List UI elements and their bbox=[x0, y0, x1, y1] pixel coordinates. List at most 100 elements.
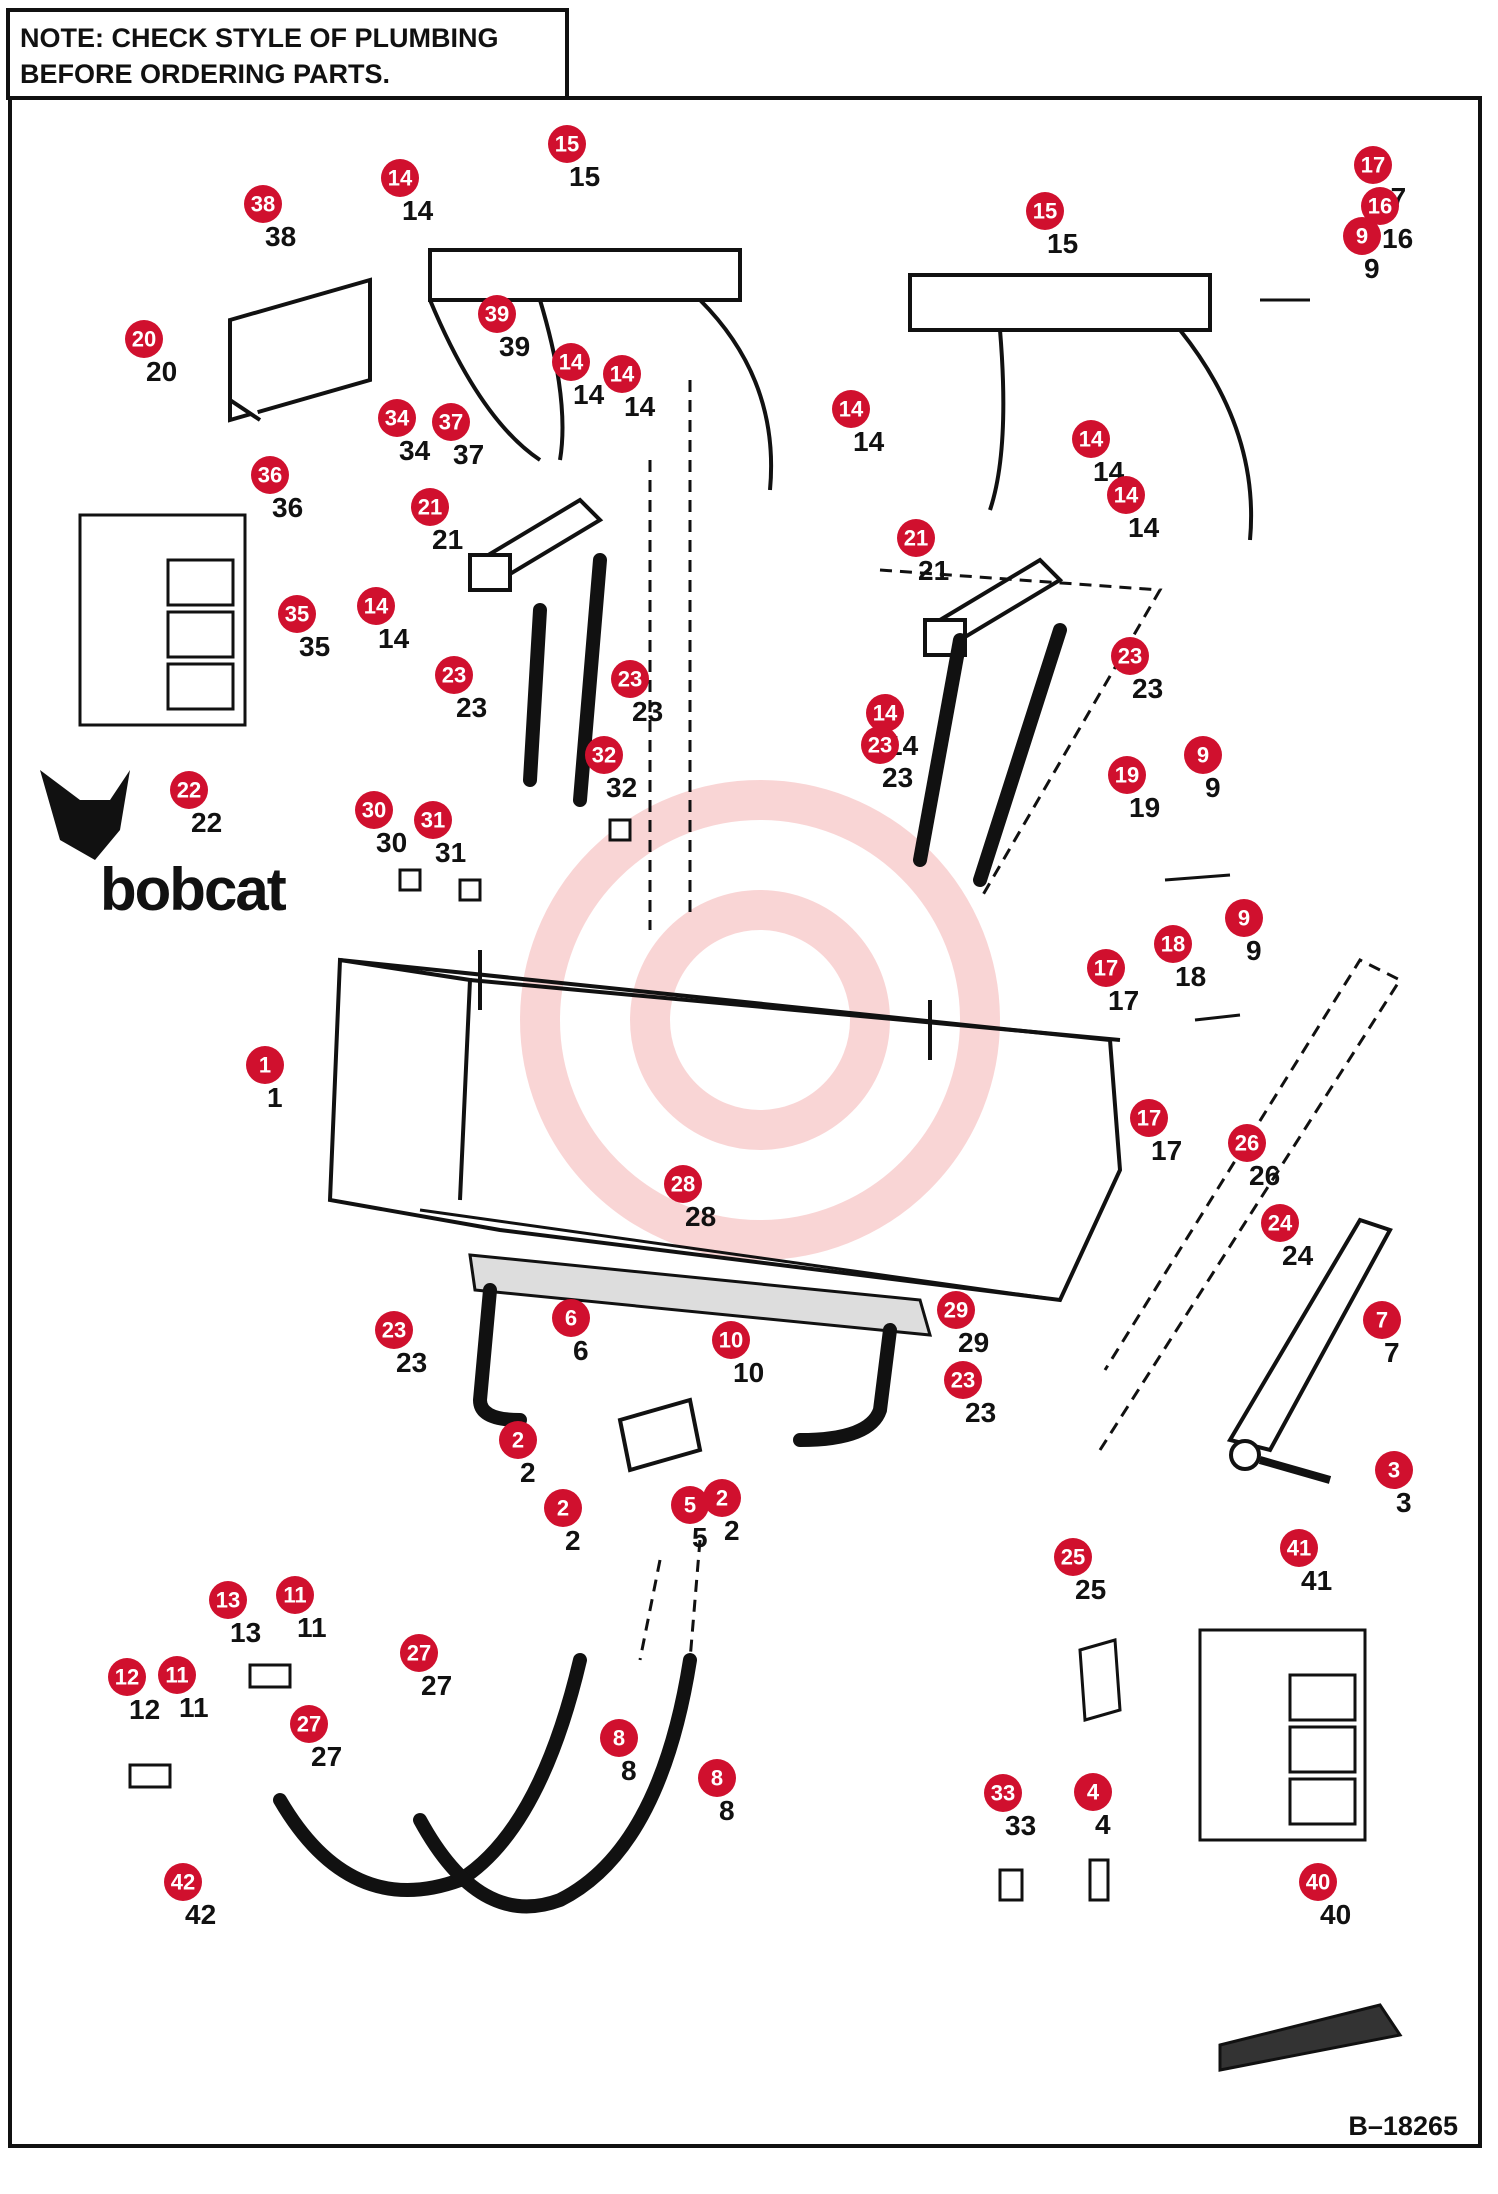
callout-c39[interactable]: 39 bbox=[478, 295, 516, 333]
callout-c10[interactable]: 10 bbox=[712, 1321, 750, 1359]
part-label: 4 bbox=[1095, 1809, 1111, 1840]
callout-c35[interactable]: 35 bbox=[278, 595, 316, 633]
callout-circle bbox=[1054, 1538, 1092, 1576]
callout-c3[interactable]: 3 bbox=[1375, 1451, 1413, 1489]
callout-c31[interactable]: 31 bbox=[414, 801, 452, 839]
part-label: 14 bbox=[402, 195, 434, 226]
callout-c19[interactable]: 19 bbox=[1108, 756, 1146, 794]
callout-c14g[interactable]: 14 bbox=[357, 587, 395, 625]
callout-c23d[interactable]: 23 bbox=[861, 726, 899, 764]
callout-circle bbox=[552, 1299, 590, 1337]
part-label: 14 bbox=[624, 391, 656, 422]
callout-circle bbox=[499, 1421, 537, 1459]
callout-c17a[interactable]: 17 bbox=[1354, 146, 1392, 184]
callout-c23a[interactable]: 23 bbox=[435, 656, 473, 694]
part-label: 18 bbox=[1175, 961, 1206, 992]
part-label: 27 bbox=[311, 1741, 342, 1772]
callout-number: 42 bbox=[171, 1870, 195, 1895]
callout-c17c[interactable]: 17 bbox=[1130, 1099, 1168, 1137]
left-cylinder bbox=[468, 497, 604, 592]
callout-number: 22 bbox=[177, 778, 201, 803]
callout-number: 14 bbox=[364, 594, 389, 619]
instruction-sheet-35 bbox=[78, 513, 247, 727]
callout-c2b[interactable]: 2 bbox=[544, 1489, 582, 1527]
callout-c37[interactable]: 37 bbox=[432, 403, 470, 441]
callout-c30[interactable]: 30 bbox=[355, 791, 393, 829]
callout-c36[interactable]: 36 bbox=[251, 456, 289, 494]
left-grapple-tine bbox=[428, 248, 774, 491]
callout-circle bbox=[414, 801, 452, 839]
callout-c27b[interactable]: 27 bbox=[290, 1705, 328, 1743]
callout-circle bbox=[1026, 192, 1064, 230]
callout-c8a[interactable]: 8 bbox=[600, 1719, 638, 1757]
callout-c2c[interactable]: 2 bbox=[703, 1479, 741, 1517]
callout-c21b[interactable]: 21 bbox=[897, 519, 935, 557]
callout-c23b[interactable]: 23 bbox=[611, 660, 649, 698]
callout-number: 27 bbox=[297, 1712, 321, 1737]
callout-c34[interactable]: 34 bbox=[378, 399, 416, 437]
callout-c14c[interactable]: 14 bbox=[603, 355, 641, 393]
callout-c14e[interactable]: 14 bbox=[1072, 420, 1110, 458]
callout-c7[interactable]: 7 bbox=[1363, 1301, 1401, 1339]
callout-c38[interactable]: 38 bbox=[244, 185, 282, 223]
callout-c1[interactable]: 1 bbox=[246, 1046, 284, 1084]
callout-c4[interactable]: 4 bbox=[1074, 1773, 1112, 1811]
callout-c18[interactable]: 18 bbox=[1154, 925, 1192, 963]
callout-c28[interactable]: 28 bbox=[664, 1165, 702, 1203]
callout-c27a[interactable]: 27 bbox=[400, 1634, 438, 1672]
callout-c20[interactable]: 20 bbox=[125, 320, 163, 358]
callout-c14f[interactable]: 14 bbox=[1107, 476, 1145, 514]
callout-c9a[interactable]: 9 bbox=[1184, 736, 1222, 774]
callout-c33[interactable]: 33 bbox=[984, 1774, 1022, 1812]
callout-c15b[interactable]: 15 bbox=[1026, 192, 1064, 230]
callout-c23e[interactable]: 23 bbox=[375, 1311, 413, 1349]
part-label: 9 bbox=[1205, 772, 1221, 803]
callout-c40[interactable]: 40 bbox=[1299, 1863, 1337, 1901]
callout-c14b[interactable]: 14 bbox=[552, 343, 590, 381]
callout-c11b[interactable]: 11 bbox=[158, 1656, 196, 1694]
callout-number: 18 bbox=[1161, 932, 1185, 957]
part-label: 42 bbox=[185, 1899, 216, 1930]
callout-c8b[interactable]: 8 bbox=[698, 1759, 736, 1797]
part-label: 30 bbox=[376, 827, 407, 858]
callout-c14h[interactable]: 14 bbox=[866, 694, 904, 732]
callout-c12[interactable]: 12 bbox=[108, 1658, 146, 1696]
fittings bbox=[128, 298, 1403, 2072]
callout-c21a[interactable]: 21 bbox=[411, 488, 449, 526]
callout-c23f[interactable]: 23 bbox=[944, 1361, 982, 1399]
bobcat-head-icon bbox=[40, 770, 130, 860]
callout-c15a[interactable]: 15 bbox=[548, 125, 586, 163]
callout-circle bbox=[276, 1576, 314, 1614]
callout-c41[interactable]: 41 bbox=[1280, 1529, 1318, 1567]
callout-c17b[interactable]: 17 bbox=[1087, 949, 1125, 987]
callout-c32[interactable]: 32 bbox=[585, 736, 623, 774]
callout-c6[interactable]: 6 bbox=[552, 1299, 590, 1337]
callout-c22[interactable]: 22 bbox=[170, 771, 208, 809]
callout-c2a[interactable]: 2 bbox=[499, 1421, 537, 1459]
callout-number: 14 bbox=[388, 166, 413, 191]
callout-c14a[interactable]: 14 bbox=[381, 159, 419, 197]
callout-c42[interactable]: 42 bbox=[164, 1863, 202, 1901]
callout-circle bbox=[1228, 1124, 1266, 1162]
callout-c24[interactable]: 24 bbox=[1261, 1204, 1299, 1242]
callout-c9c[interactable]: 9 bbox=[1343, 217, 1381, 255]
callout-circle bbox=[984, 1774, 1022, 1812]
callout-c11a[interactable]: 11 bbox=[276, 1576, 314, 1614]
callout-circle bbox=[1343, 217, 1381, 255]
callout-c26[interactable]: 26 bbox=[1228, 1124, 1266, 1162]
callout-c14d[interactable]: 14 bbox=[832, 390, 870, 428]
part-label: 31 bbox=[435, 837, 466, 868]
callout-c16[interactable]: 16 bbox=[1361, 187, 1399, 225]
callout-c23c[interactable]: 23 bbox=[1111, 637, 1149, 675]
callout-c29[interactable]: 29 bbox=[937, 1291, 975, 1329]
callout-c13[interactable]: 13 bbox=[209, 1581, 247, 1619]
part-label: 28 bbox=[685, 1201, 716, 1232]
callout-c25[interactable]: 25 bbox=[1054, 1538, 1092, 1576]
callout-circle bbox=[1363, 1301, 1401, 1339]
callout-c5[interactable]: 5 bbox=[671, 1486, 709, 1524]
callout-c9b[interactable]: 9 bbox=[1225, 899, 1263, 937]
callout-circle bbox=[478, 295, 516, 333]
callout-number: 23 bbox=[868, 733, 892, 758]
